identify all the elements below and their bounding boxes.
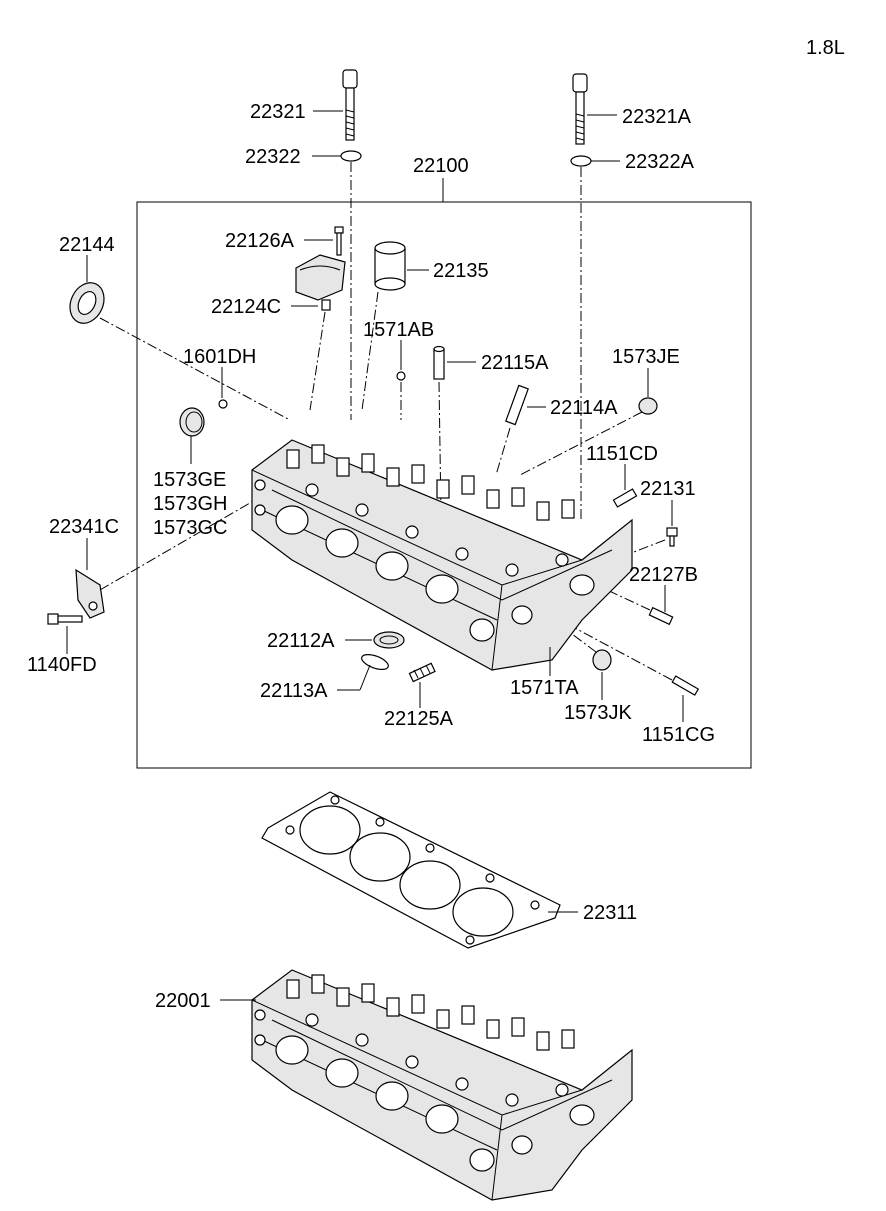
oil-seal-22144 [69, 282, 105, 324]
label-1573jk: 1573JK [564, 702, 632, 724]
label-22322a: 22322A [625, 151, 695, 173]
label-1573gc: 1573GC [153, 517, 228, 539]
bolt-22131 [666, 527, 678, 547]
head-gasket-22311 [261, 791, 561, 949]
engine-displacement-label: 1.8L [806, 37, 845, 59]
label-1151cd: 1151CD [586, 443, 658, 465]
bolt-22126a [334, 226, 344, 256]
cylinder-head-bare-22001 [251, 969, 633, 1201]
label-1571ta: 1571TA [510, 677, 579, 699]
sleeve-22135 [374, 241, 406, 291]
head-bolt-22321 [342, 69, 358, 141]
label-22125a: 22125A [384, 708, 454, 730]
label-1573je: 1573JE [612, 346, 680, 368]
label-1573gh: 1573GH [153, 493, 228, 515]
valve-guide-22115a [433, 345, 445, 380]
label-1571ab: 1571AB [363, 319, 434, 341]
label-22311: 22311 [583, 902, 637, 924]
cam-cap-22124c [295, 254, 346, 301]
plug-1573je [638, 397, 658, 415]
label-22131: 22131 [640, 478, 696, 500]
label-22001: 22001 [155, 990, 211, 1012]
label-22322: 22322 [245, 146, 301, 168]
label-22144: 22144 [59, 234, 115, 256]
label-22135: 22135 [433, 260, 489, 282]
washer-22322a [570, 155, 592, 167]
label-22100: 22100 [413, 155, 469, 177]
leader-lines [66, 110, 684, 1001]
label-22124c: 22124C [211, 296, 281, 318]
label-22127b: 22127B [629, 564, 698, 586]
stud-1151cg [671, 675, 700, 696]
label-1151cg: 1151CG [642, 724, 715, 746]
label-22115a: 22115A [481, 352, 549, 374]
label-22341c: 22341C [49, 516, 119, 538]
plug-1573ge [179, 407, 205, 437]
valve-guide-22114a [505, 384, 529, 426]
label-1573ge: 1573GE [153, 469, 226, 491]
plug-1601dh [218, 399, 228, 409]
dowel-pin-22124c [321, 299, 331, 311]
plug-1571ab [396, 371, 406, 381]
plug-1573jk [592, 649, 612, 671]
seal-22112a [373, 631, 405, 649]
bolt-1140fd [47, 613, 83, 625]
label-22321a: 22321A [622, 106, 692, 128]
label-22114a: 22114A [550, 397, 618, 419]
stud-1151cd [612, 488, 638, 508]
label-1601dh: 1601DH [183, 346, 256, 368]
bracket-22341c [75, 568, 105, 619]
seal-22113a [361, 654, 389, 670]
stud-22127b [648, 606, 674, 626]
cylinder-head-assembly-frame [136, 201, 752, 769]
label-22113a: 22113A [260, 680, 328, 702]
label-22321: 22321 [250, 101, 306, 123]
label-1140fd: 1140FD [27, 654, 97, 676]
label-22112a: 22112A [267, 630, 335, 652]
spring-22125a [408, 662, 436, 683]
head-bolt-22321a [572, 73, 588, 145]
washer-22322 [340, 150, 362, 162]
label-22126a: 22126A [225, 230, 295, 252]
